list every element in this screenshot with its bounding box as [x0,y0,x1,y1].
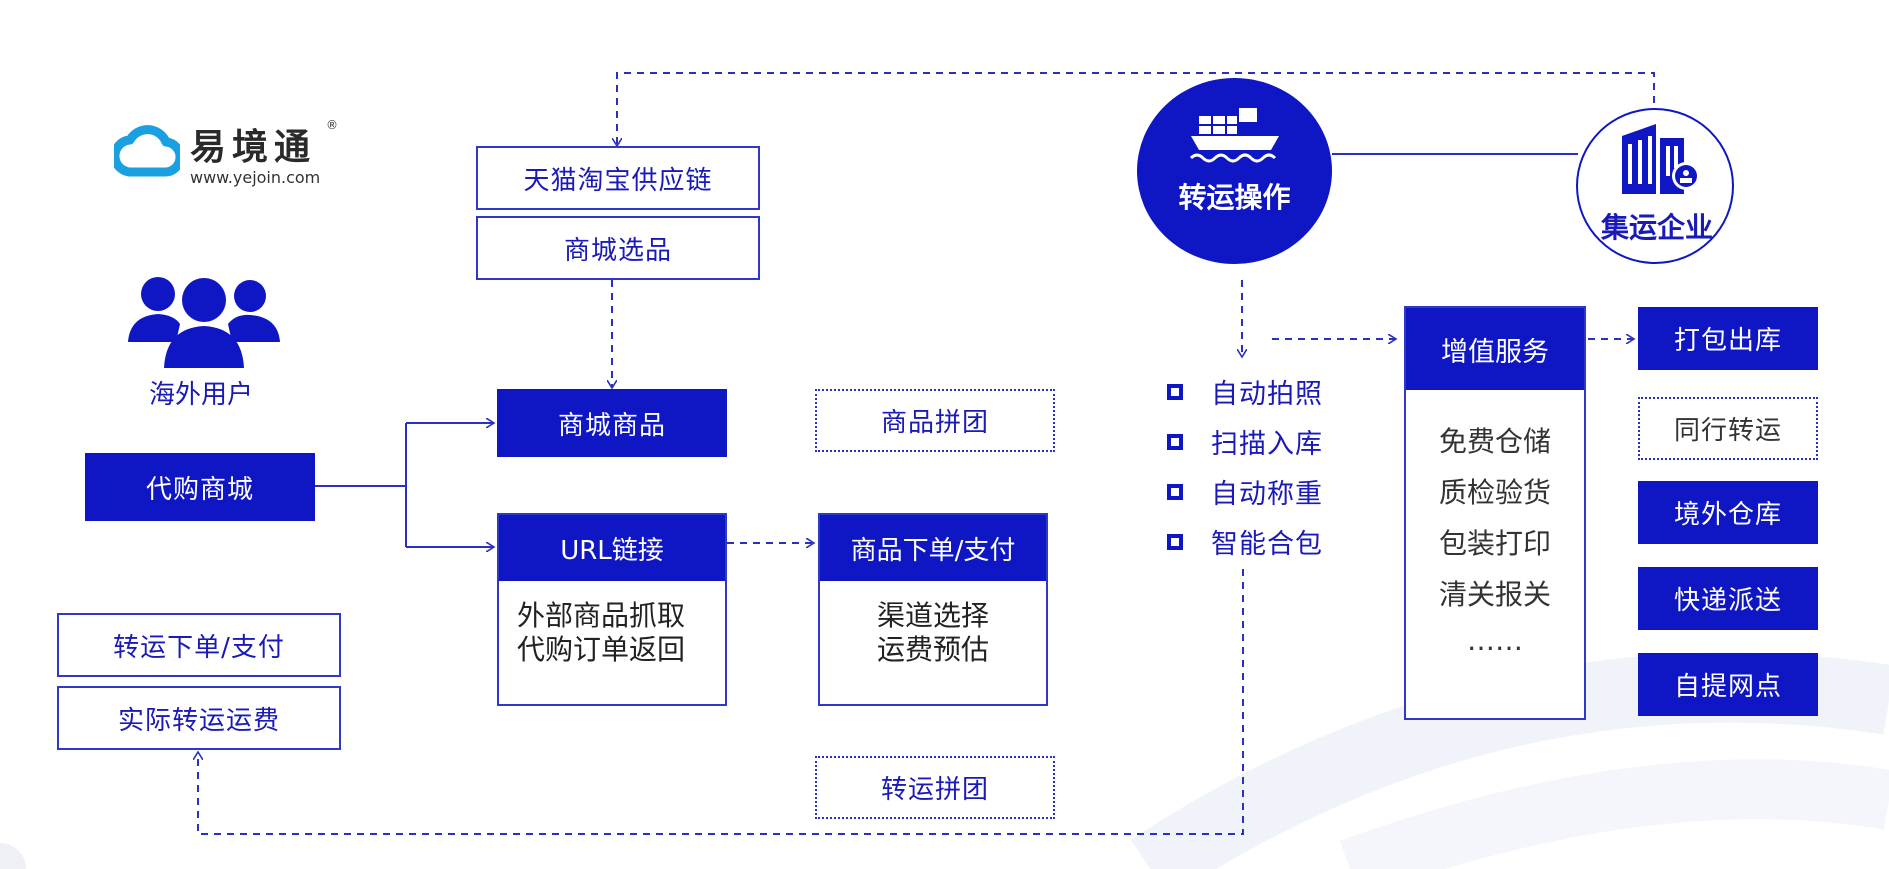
checkbox-icon [1167,533,1183,550]
url-line-2: 代购订单返回 [517,633,686,666]
url-link-card[interactable]: URL链接 外部商品抓取 代购订单返回 [497,513,727,706]
feature-smart-consolidation: 智能合包 [1167,522,1323,561]
users-icon [128,277,280,368]
service-item-more: …… [1467,624,1523,657]
daigou-mall-button[interactable]: 代购商城 [85,453,315,521]
logo-url: www.yejoin.com [190,168,321,187]
mall-selection-box[interactable]: 商城选品 [476,216,760,280]
actual-transfer-fee-box[interactable]: 实际转运运费 [57,686,341,750]
transfer-operation-label: 转运操作 [1178,181,1291,214]
logo: 易境通 ® www.yejoin.com [114,118,344,190]
checkbox-icon [1167,433,1183,450]
ship-icon [1189,108,1279,163]
goods-group-buy-box[interactable]: 商品拼团 [815,389,1055,452]
url-link-title: URL链接 [499,515,725,581]
service-item: 质检验货 [1438,476,1551,509]
value-added-services-card[interactable]: 增值服务 免费仓储 质检验货 包装打印 清关报关 …… [1404,306,1586,720]
order-pay-title: 商品下单/支付 [820,515,1046,581]
checkbox-icon [1167,483,1183,500]
checkbox-icon [1167,383,1183,400]
logo-registered: ® [326,118,338,132]
users-label: 海外用户 [148,380,253,410]
peer-transfer-box[interactable]: 同行转运 [1638,397,1818,460]
self-pickup-button[interactable]: 自提网点 [1638,653,1818,716]
goods-order-pay-card[interactable]: 商品下单/支付 渠道选择 运费预估 [818,513,1048,706]
feature-scan-warehousing: 扫描入库 [1167,422,1323,461]
consolidation-company-circle[interactable]: 集运企业 [1576,108,1734,264]
value-added-title: 增值服务 [1406,308,1584,390]
value-added-list: 免费仓储 质检验货 包装打印 清关报关 …… [1406,390,1584,675]
url-line-1: 外部商品抓取 [517,599,686,632]
order-pay-body: 渠道选择 运费预估 [820,581,1046,667]
mall-goods-button[interactable]: 商城商品 [497,389,727,457]
service-item: 免费仓储 [1438,425,1551,458]
service-item: 包装打印 [1438,527,1551,560]
order-line-2: 运费预估 [876,633,989,666]
overseas-warehouse-button[interactable]: 境外仓库 [1638,481,1818,544]
order-line-1: 渠道选择 [876,599,989,632]
express-delivery-button[interactable]: 快递派送 [1638,567,1818,630]
feature-auto-weighing: 自动称重 [1167,472,1323,511]
cloud-logo-icon [114,125,180,177]
tmall-taobao-supply-box[interactable]: 天猫淘宝供应链 [476,146,760,210]
transfer-order-pay-box[interactable]: 转运下单/支付 [57,613,341,677]
consolidation-company-label: 集运企业 [1600,211,1713,244]
feature-auto-photo: 自动拍照 [1167,372,1323,411]
logo-name: 易境通 [190,127,317,168]
transfer-group-buy-box[interactable]: 转运拼团 [815,756,1055,819]
building-icon [1622,124,1700,194]
service-item: 清关报关 [1438,578,1551,611]
pack-out-button[interactable]: 打包出库 [1638,307,1818,370]
url-link-body: 外部商品抓取 代购订单返回 [499,581,725,667]
transfer-operation-circle[interactable]: 转运操作 [1137,78,1332,264]
